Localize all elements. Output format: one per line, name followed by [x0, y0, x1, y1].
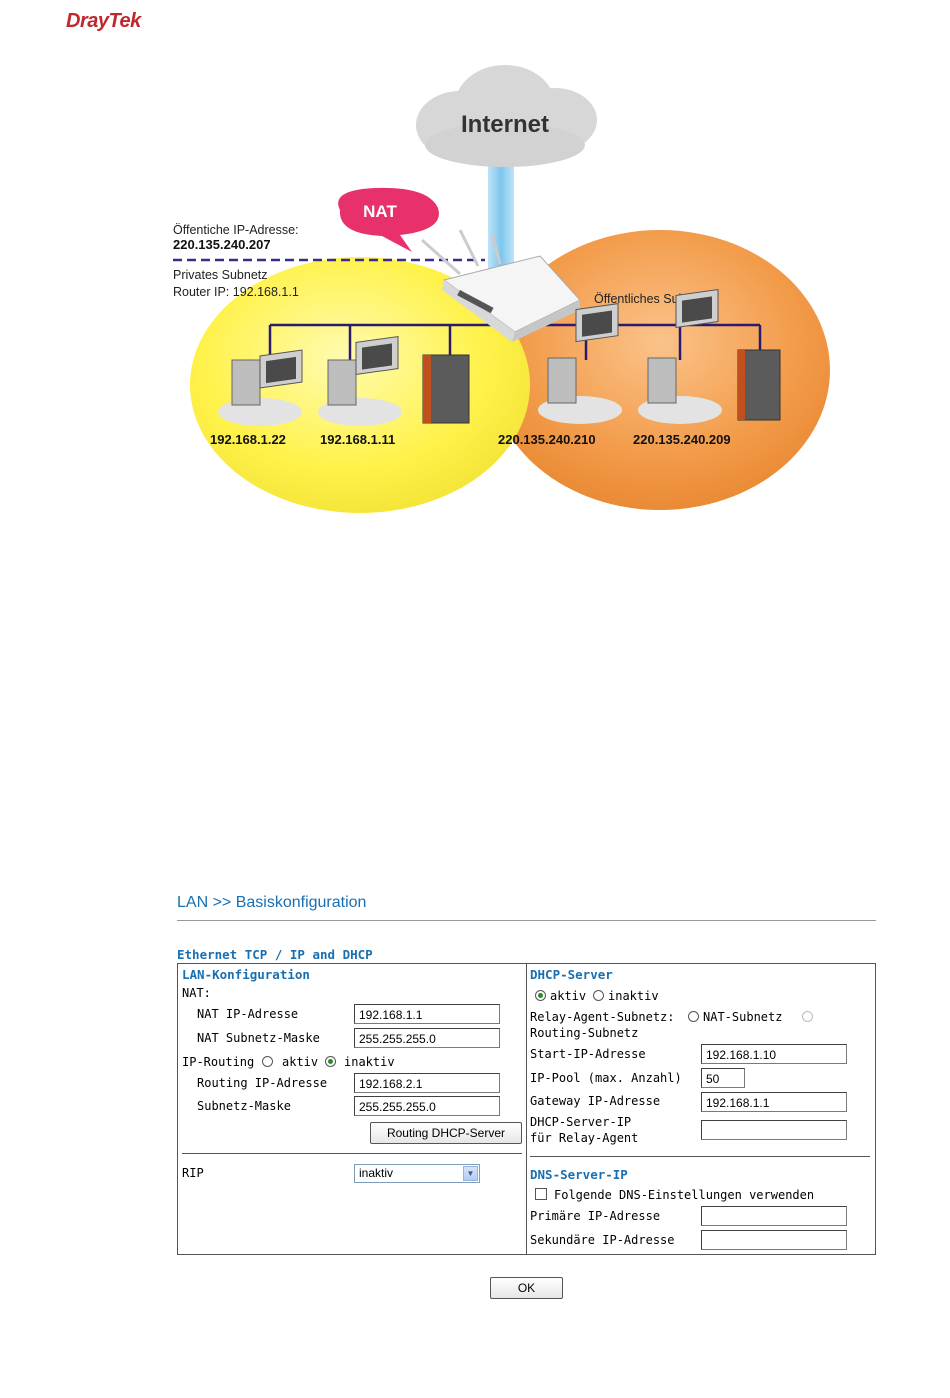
routing-mask-label: Subnetz-Maske — [197, 1099, 291, 1113]
ip-pool-input[interactable]: 50 — [701, 1068, 745, 1088]
gateway-ip-input[interactable]: 192.168.1.1 — [701, 1092, 847, 1112]
chevron-down-icon[interactable]: ▼ — [463, 1166, 478, 1181]
dhcp-off-radio[interactable] — [593, 990, 604, 1001]
lan-divider — [182, 1153, 522, 1154]
ip-routing-off-label: inaktiv — [344, 1055, 395, 1069]
host-pc-3 — [538, 303, 622, 424]
dhcp-off-label: inaktiv — [608, 989, 659, 1003]
private-subnet-label: Privates Subnetz — [173, 268, 268, 282]
server-public — [737, 349, 781, 421]
ip-routing-on-radio[interactable] — [262, 1056, 273, 1067]
nat-label: NAT: — [182, 986, 211, 1000]
relay-server-input[interactable] — [701, 1120, 847, 1140]
ip-pool-label: IP-Pool (max. Anzahl) — [530, 1071, 682, 1085]
dns-custom-checkbox[interactable] — [535, 1188, 547, 1200]
start-ip-input[interactable]: 192.168.1.10 — [701, 1044, 847, 1064]
ok-button[interactable]: OK — [490, 1277, 563, 1299]
nat-bubble-label: NAT — [363, 202, 397, 221]
relay-server-label-2: für Relay-Agent — [530, 1131, 639, 1145]
relay-routing-label: Routing-Subnetz — [530, 1026, 639, 1040]
ip-routing-off-radio[interactable] — [325, 1056, 336, 1067]
public-ip-label: Öffentiche IP-Adresse: — [173, 223, 299, 237]
dns-heading: DNS-Server-IP — [530, 1167, 628, 1182]
relay-nat-radio[interactable] — [688, 1011, 699, 1022]
internet-uplink — [488, 160, 514, 280]
dns-primary-label: Primäre IP-Adresse — [530, 1209, 661, 1223]
draytek-logo: DrayTek — [66, 10, 141, 32]
dhcp-on-radio[interactable] — [535, 990, 546, 1001]
relay-routing-radio[interactable] — [802, 1011, 813, 1022]
config-panel: LAN-Konfiguration NAT: NAT IP-Adresse 19… — [177, 963, 876, 1255]
dhcp-on-label: aktiv — [550, 989, 587, 1003]
router-icon — [420, 229, 581, 342]
dns-primary-input[interactable] — [701, 1206, 847, 1226]
nat-mask-label: NAT Subnetz-Maske — [197, 1031, 320, 1045]
router-ip-label: Router IP: 192.168.1.1 — [173, 285, 299, 299]
internet-label: Internet — [461, 111, 549, 138]
rip-select-value: inaktiv — [359, 1166, 394, 1180]
host-label-1: 192.168.1.22 — [210, 432, 286, 447]
dhcp-config-column: DHCP-Server aktiv inaktiv Relay-Agent-Su… — [527, 964, 875, 1254]
host-label-2: 192.168.1.11 — [320, 432, 395, 447]
section-title: Ethernet TCP / IP and DHCP — [177, 947, 373, 962]
dhcp-server-heading: DHCP-Server — [530, 967, 613, 982]
nat-network-diagram: Internet NAT Öffentiche IP-Adresse: 220.… — [160, 60, 850, 520]
relay-server-label-1: DHCP-Server-IP — [530, 1115, 632, 1129]
internet-cloud — [416, 65, 597, 167]
host-pc-1 — [218, 349, 303, 426]
nat-bubble — [338, 187, 439, 252]
routing-ip-label: Routing IP-Adresse — [197, 1076, 328, 1090]
lan-config-heading: LAN-Konfiguration — [182, 967, 310, 982]
nat-ip-label: NAT IP-Adresse — [197, 1007, 299, 1021]
dns-secondary-label: Sekundäre IP-Adresse — [530, 1233, 675, 1247]
nat-mask-input[interactable]: 255.255.255.0 — [354, 1028, 500, 1048]
dhcp-divider — [530, 1156, 870, 1157]
routing-dhcp-server-button[interactable]: Routing DHCP-Server — [370, 1122, 522, 1144]
host-pc-4 — [638, 289, 722, 424]
lan-basic-config-page: LAN >> Basiskonfiguration Ethernet TCP /… — [177, 890, 877, 1299]
routing-ip-input[interactable]: 192.168.2.1 — [354, 1073, 500, 1093]
relay-subnet-label: Relay-Agent-Subnetz: — [530, 1010, 675, 1024]
server-private — [422, 354, 470, 424]
private-subnet-zone — [190, 257, 530, 513]
dns-secondary-input[interactable] — [701, 1230, 847, 1250]
network-diagram-svg: Internet NAT Öffentiche IP-Adresse: 220.… — [173, 65, 830, 513]
routing-mask-input[interactable]: 255.255.255.0 — [354, 1096, 500, 1116]
lan-config-column: LAN-Konfiguration NAT: NAT IP-Adresse 19… — [178, 964, 527, 1254]
host-label-4: 220.135.240.209 — [633, 432, 731, 447]
title-divider — [177, 920, 876, 921]
rip-label: RIP — [182, 1166, 204, 1180]
relay-nat-label: NAT-Subnetz — [703, 1010, 783, 1024]
ip-routing-on-label: aktiv — [282, 1055, 319, 1069]
ip-routing-label: IP-Routing — [182, 1055, 255, 1069]
host-pc-2 — [318, 335, 402, 426]
dns-custom-label: Folgende DNS-Einstellungen verwenden — [554, 1188, 815, 1202]
nat-ip-input[interactable]: 192.168.1.1 — [354, 1004, 500, 1024]
page-title: LAN >> Basiskonfiguration — [177, 894, 367, 911]
gateway-ip-label: Gateway IP-Adresse — [530, 1094, 661, 1108]
rip-select[interactable]: inaktiv ▼ — [354, 1164, 480, 1183]
host-label-3: 220.135.240.210 — [498, 432, 596, 447]
start-ip-label: Start-IP-Adresse — [530, 1047, 646, 1061]
public-ip-value: 220.135.240.207 — [173, 237, 271, 252]
